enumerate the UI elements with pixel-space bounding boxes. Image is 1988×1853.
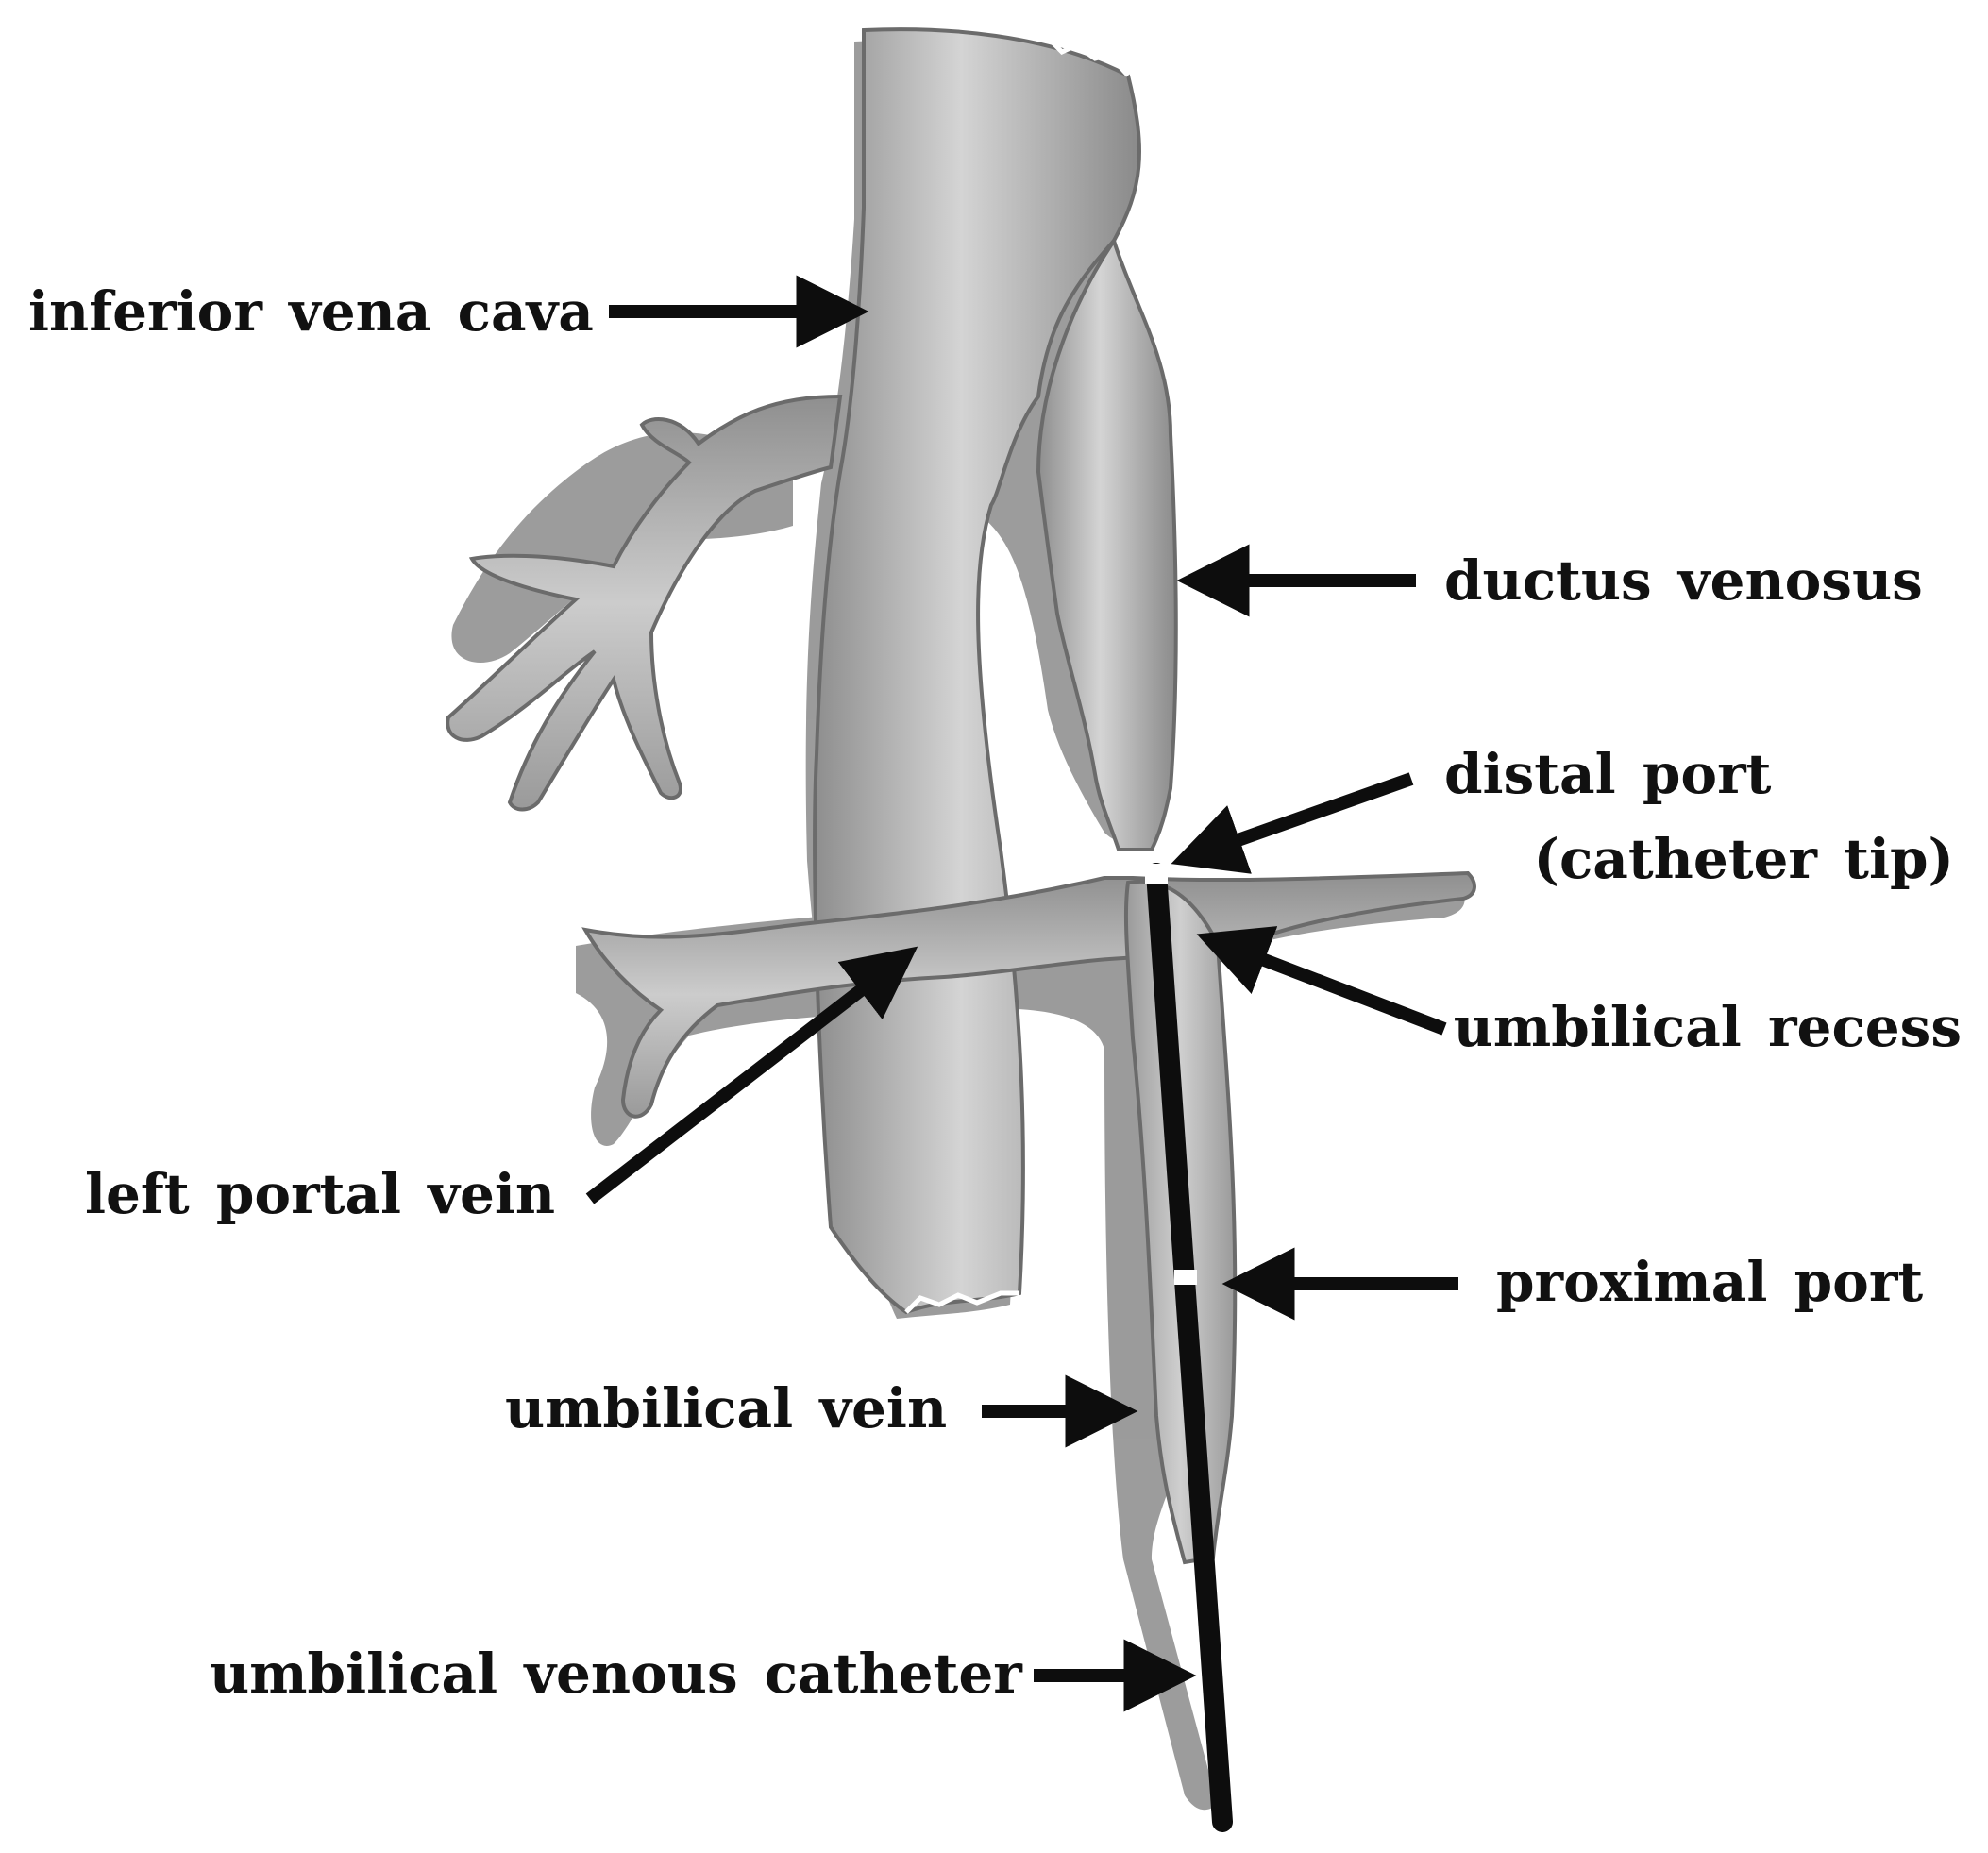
label-umbilical-recess: umbilical recess — [1454, 995, 1962, 1059]
distal-port-mark — [1145, 864, 1168, 884]
arrow-umbilical-recess — [1196, 926, 1447, 1036]
catheter-line — [1146, 863, 1233, 1832]
pointer-arrows — [585, 275, 1458, 1712]
label-proximal-port: proximal port — [1496, 1250, 1923, 1314]
labels: inferior vena cava ductus venosus distal… — [28, 279, 1962, 1706]
hepatic-vein-branches — [446, 394, 843, 812]
proximal-port-mark — [1174, 1270, 1197, 1285]
label-umbilical-venous-catheter: umbilical venous catheter — [210, 1642, 1023, 1706]
label-inferior-vena-cava: inferior vena cava — [28, 279, 594, 344]
ivc-torn-top-edge — [1046, 36, 1130, 77]
label-distal-port: distal port — [1444, 742, 1772, 806]
vessel-group — [446, 27, 1476, 1811]
arrow-left-portal-vein — [585, 946, 918, 1204]
ductus-venosus-vessel — [1036, 236, 1178, 851]
umbilical-venous-catheter — [1145, 863, 1233, 1832]
label-left-portal-vein: left portal vein — [85, 1162, 555, 1226]
ivc-torn-bottom-edge — [904, 1290, 1019, 1314]
arrow-distal-port — [1171, 772, 1414, 874]
label-catheter-tip: (catheter tip) — [1534, 827, 1954, 891]
label-umbilical-vein: umbilical vein — [505, 1376, 947, 1440]
label-ductus-venosus: ductus venosus — [1444, 548, 1923, 613]
